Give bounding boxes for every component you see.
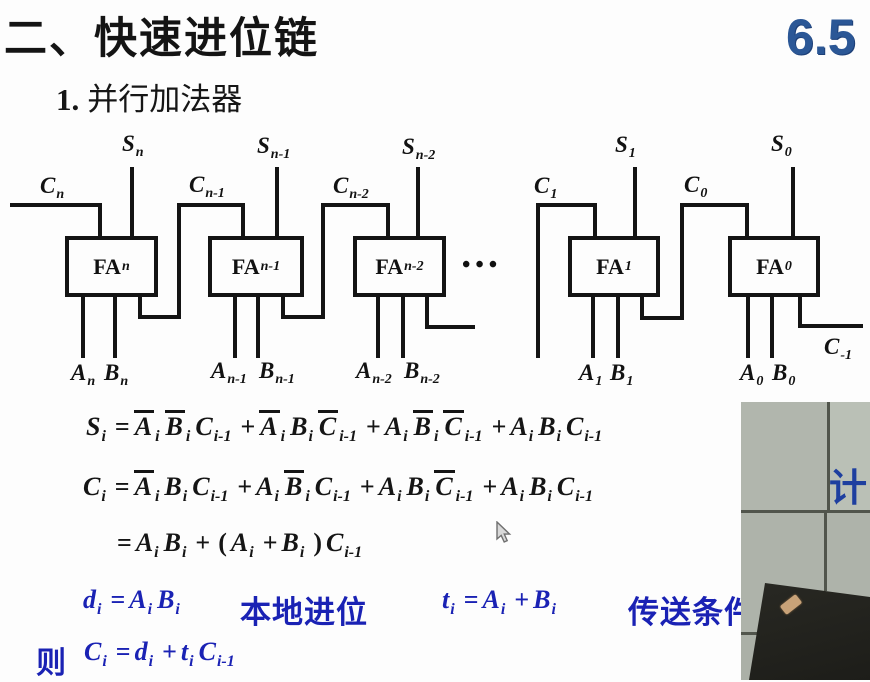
input-label-bn: Bn: [104, 360, 129, 389]
mouse-cursor: [496, 521, 512, 543]
camera-overlay: 计: [741, 402, 870, 680]
fa-n-box: [65, 236, 158, 297]
carry-label-c0: C0: [684, 172, 708, 201]
wall-panel-top-left: [741, 402, 827, 510]
carry-cn3-stub-wire: [425, 295, 475, 329]
sum-label-s0: S0: [771, 131, 792, 160]
input-label-bn2: Bn-2: [404, 358, 440, 387]
input-label-a0: A0: [740, 360, 764, 389]
carry-out-cn-wire: [10, 203, 102, 238]
fa-1-box: [568, 236, 660, 297]
fa-n1-box: [208, 236, 304, 297]
page-title: 二、快速进位链: [4, 15, 319, 63]
sum-label-sn: Sn: [122, 131, 144, 160]
chain-ellipsis: •••: [462, 252, 503, 278]
carry-in-c-1-wire: [798, 295, 863, 328]
carry-c1-stub-wire: [536, 203, 597, 358]
wall-seam-vertical-top: [827, 402, 830, 510]
section-number: 6.5: [786, 9, 856, 65]
wall-seam-horizontal-upper: [741, 510, 870, 513]
input-label-b1: B1: [610, 360, 634, 389]
transfer-condition-label: 传送条件: [628, 595, 756, 630]
conclusion-prefix: 则: [36, 647, 66, 680]
carry-c0-wire: [640, 203, 749, 320]
carry-label-cn1: Cn-1: [189, 172, 225, 201]
carry-label-cn: Cn: [40, 173, 65, 202]
input-label-b0: B0: [772, 360, 796, 389]
input-label-an: An: [71, 360, 96, 389]
fa-n2-box: [353, 236, 446, 297]
sum-label-sn1: Sn-1: [257, 133, 291, 162]
wall-seam-horizontal-lower: [741, 632, 767, 635]
fa-0-box: [728, 236, 820, 297]
carry-cn2-wire: [281, 203, 390, 319]
input-label-an1: An-1: [211, 358, 247, 387]
carry-label-c1: C1: [534, 173, 558, 202]
laptop-logo: [779, 594, 803, 615]
subtitle-index: 1.: [56, 82, 80, 117]
wall-seam-vertical-lower: [824, 513, 827, 591]
input-label-a1: A1: [579, 360, 603, 389]
wall-sign-text: 计: [829, 468, 868, 510]
local-carry-label: 本地进位: [240, 595, 368, 630]
carry-cn1-wire: [138, 203, 245, 319]
input-label-an2: An-2: [356, 358, 392, 387]
equation-transfer-condition: ti=Ai+Bi: [442, 585, 556, 618]
carry-label-cn2: Cn-2: [333, 173, 369, 202]
carry-in-label: C-1: [824, 334, 853, 363]
wall-panel-top-right: [830, 402, 870, 510]
subtitle-text: 并行加法器: [87, 82, 243, 117]
input-label-bn1: Bn-1: [259, 358, 295, 387]
sum-label-s1: S1: [615, 132, 636, 161]
laptop: [749, 583, 870, 680]
sum-label-sn2: Sn-2: [402, 134, 436, 163]
subtitle: 1.并行加法器: [56, 74, 242, 119]
